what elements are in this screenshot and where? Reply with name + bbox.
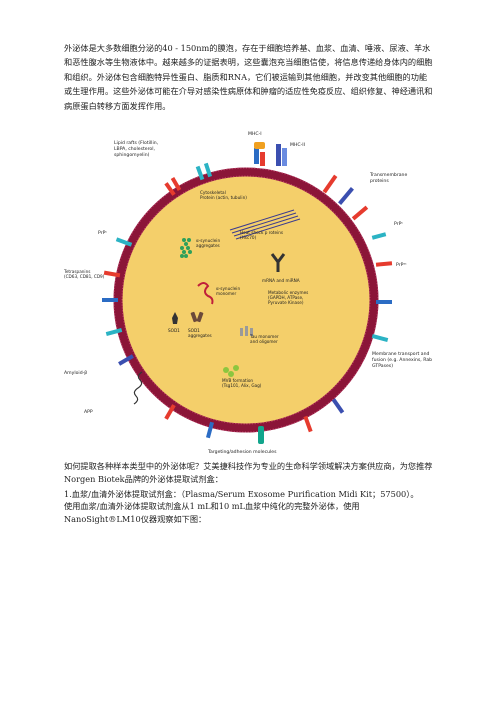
sod1-aggregates-icon bbox=[190, 311, 204, 323]
label-tetraspanins-1: Tetraspanins bbox=[63, 269, 90, 274]
label-asyn-mono-1: α-synuclein bbox=[216, 286, 240, 291]
bottom-proteins bbox=[164, 398, 345, 444]
asyn-monomer-icon bbox=[197, 282, 214, 305]
label-membrane-transport-3: GTPases) bbox=[372, 363, 393, 369]
exosome-lumen bbox=[118, 172, 374, 428]
label-transmembrane-1: Transmembrane bbox=[369, 172, 407, 178]
label-sod1: SOD1 bbox=[168, 328, 180, 333]
label-tau-2: and oligomer bbox=[250, 339, 278, 344]
asyn-aggregates-icon bbox=[180, 238, 192, 258]
label-tetraspanins-2: (CD63, CD81, CD9) bbox=[64, 274, 105, 279]
label-asyn-agg-1: α-synuclein bbox=[196, 238, 220, 243]
mhc1-molecule bbox=[254, 142, 265, 166]
mvb-icon bbox=[223, 365, 239, 377]
sod1-icon bbox=[172, 312, 178, 324]
transmembrane-proteins bbox=[322, 174, 369, 221]
label-hsp-1: Heat shock p roteins bbox=[240, 230, 283, 235]
label-transmembrane-2: proteins bbox=[370, 178, 389, 184]
label-asyn-agg-2: aggregates bbox=[196, 243, 220, 248]
cytoskeletal-fibers bbox=[229, 209, 301, 240]
prp-left-proteins bbox=[102, 237, 134, 366]
intro-paragraph: 外泌体是大多数细胞分泌的40 - 150nm的膜泡，存在于细胞培养基、血浆、血清… bbox=[64, 43, 433, 111]
membrane-inner-dots bbox=[121, 175, 371, 425]
body-paragraph-3: 使用血浆/血清外泌体提取试剂盒从1 mL和10 mL血浆中纯化的完整外泌体，使用… bbox=[64, 501, 360, 525]
label-lipid-rafts-3: sphingomyelin) bbox=[114, 152, 150, 158]
body-text: 如何提取各种样本类型中的外泌体呢？艾美捷科技作为专业的生命科学领域解决方案供应商… bbox=[64, 460, 436, 526]
label-metabolic-2: (GAPDH, ATPase, bbox=[268, 295, 303, 300]
lipid-raft-proteins bbox=[164, 162, 213, 196]
label-prp-left: PrPᶜ bbox=[98, 230, 107, 236]
label-amyloid: Amyloid-β bbox=[64, 370, 87, 376]
label-app: APP bbox=[84, 409, 93, 415]
exosome-diagram: MHC-I MHC-II Lipid rafts (Flotillin, LBP… bbox=[58, 122, 436, 457]
mirna-icon bbox=[270, 253, 286, 272]
label-asyn-mono-2: monomer bbox=[216, 291, 237, 296]
label-mvb-2: (Tsg101, Alix, Gag) bbox=[222, 383, 262, 388]
label-membrane-transport-1: Membrane transport and bbox=[372, 351, 429, 357]
label-prp-sc: PrPˢᶜ bbox=[396, 262, 407, 268]
label-lipid-rafts-2: LBPA, cholesterol, bbox=[114, 146, 155, 152]
label-mvb-1: MVB formation bbox=[222, 378, 253, 383]
label-targeting: Targeting/adhesion molecules bbox=[207, 449, 277, 455]
body-paragraph-1: 如何提取各种样本类型中的外泌体呢？艾美捷科技作为专业的生命科学领域解决方案供应商… bbox=[64, 461, 433, 484]
label-cytoskeletal-2: Protein (actin, tubulin) bbox=[200, 195, 247, 200]
label-mirna: mRNA and miRNA bbox=[262, 278, 300, 283]
label-sod1-agg-2: aggregates bbox=[188, 333, 212, 338]
label-lipid-rafts-1: Lipid rafts (Flotillin, bbox=[114, 140, 159, 146]
label-membrane-transport-2: fusion (e.g. Annexins, Rab bbox=[372, 357, 432, 363]
label-hsp-2: (Hsc70) bbox=[240, 235, 257, 240]
label-prp-right: PrPᶜ bbox=[394, 221, 403, 227]
app-strand bbox=[133, 371, 143, 405]
tau-icon bbox=[240, 326, 253, 336]
label-sod1-agg-1: SOD1 bbox=[188, 328, 200, 333]
label-tau-1: Tau monomer bbox=[249, 334, 279, 339]
label-mhc1: MHC-I bbox=[248, 131, 262, 137]
exosome-svg: MHC-I MHC-II Lipid rafts (Flotillin, LBP… bbox=[63, 131, 432, 455]
label-mhc2: MHC-II bbox=[290, 142, 305, 148]
label-metabolic-3: Pyruvate Kinase) bbox=[268, 300, 304, 305]
label-cytoskeletal-1: Cytoskeletal bbox=[200, 190, 226, 195]
prp-right-proteins bbox=[371, 232, 393, 343]
label-metabolic-1: Metabolic enzymes bbox=[268, 290, 308, 295]
mhc2-molecule bbox=[276, 144, 287, 166]
body-paragraph-2: 1.血浆/血清外泌体提取试剂盒：（Plasma/Serum Exosome Pu… bbox=[64, 488, 419, 499]
